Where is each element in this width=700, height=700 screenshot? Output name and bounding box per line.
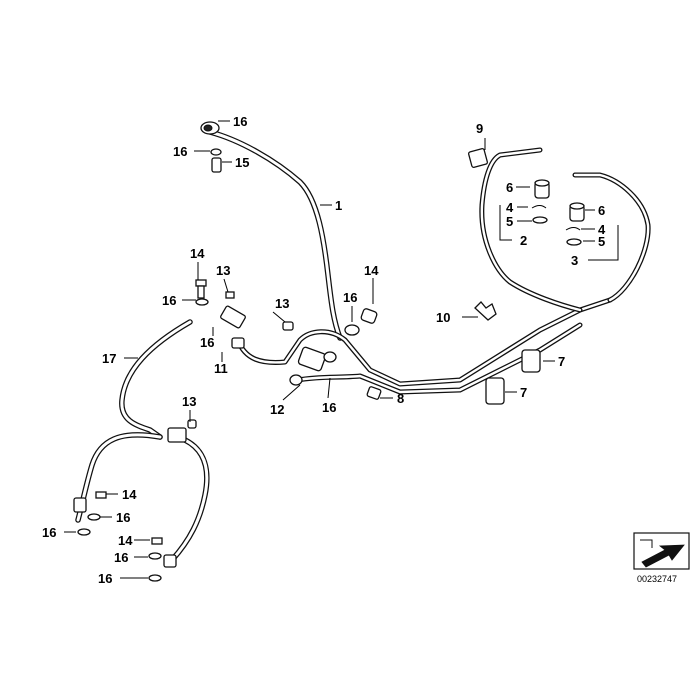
callout-5: 5	[598, 234, 605, 249]
callout-13: 13	[216, 263, 230, 278]
callout-7: 7	[558, 354, 565, 369]
callout-16: 16	[173, 144, 187, 159]
callout-16: 16	[116, 510, 130, 525]
pipe-and-hose-lines	[75, 129, 651, 563]
callout-16: 16	[42, 525, 56, 540]
fittings-and-components	[73, 121, 585, 582]
callout-16: 16	[200, 335, 214, 350]
callout-13: 13	[275, 296, 289, 311]
callout-13: 13	[182, 394, 196, 409]
callout-16: 16	[343, 290, 357, 305]
callout-16: 16	[233, 114, 247, 129]
callout-16: 16	[162, 293, 176, 308]
callout-2: 2	[520, 233, 527, 248]
callout-14: 14	[118, 533, 133, 548]
callout-1: 1	[335, 198, 342, 213]
callout-numbers: 16 16 15 1 9 6 4 5 2 6 4 5 3 14 16 13 13…	[42, 114, 606, 586]
callout-8: 8	[397, 391, 404, 406]
callout-15: 15	[235, 155, 249, 170]
reference-code: 00232747	[637, 574, 677, 584]
callout-14: 14	[122, 487, 137, 502]
callout-5: 5	[506, 214, 513, 229]
callout-14: 14	[190, 246, 205, 261]
pointer-arrow-icon	[641, 544, 685, 568]
callout-17: 17	[102, 351, 116, 366]
callout-16: 16	[114, 550, 128, 565]
callout-9: 9	[476, 121, 483, 136]
callout-12: 12	[270, 402, 284, 417]
callout-4: 4	[598, 222, 606, 237]
callout-16: 16	[322, 400, 336, 415]
callout-10: 10	[436, 310, 450, 325]
callout-6: 6	[506, 180, 513, 195]
callout-4: 4	[506, 200, 514, 215]
callout-leader-lines	[64, 120, 619, 579]
callout-7: 7	[520, 385, 527, 400]
callout-14: 14	[364, 263, 379, 278]
callout-16: 16	[98, 571, 112, 586]
callout-11: 11	[214, 361, 228, 376]
callout-6: 6	[598, 203, 605, 218]
callout-3: 3	[571, 253, 578, 268]
reference-badge: 00232747	[633, 532, 690, 584]
